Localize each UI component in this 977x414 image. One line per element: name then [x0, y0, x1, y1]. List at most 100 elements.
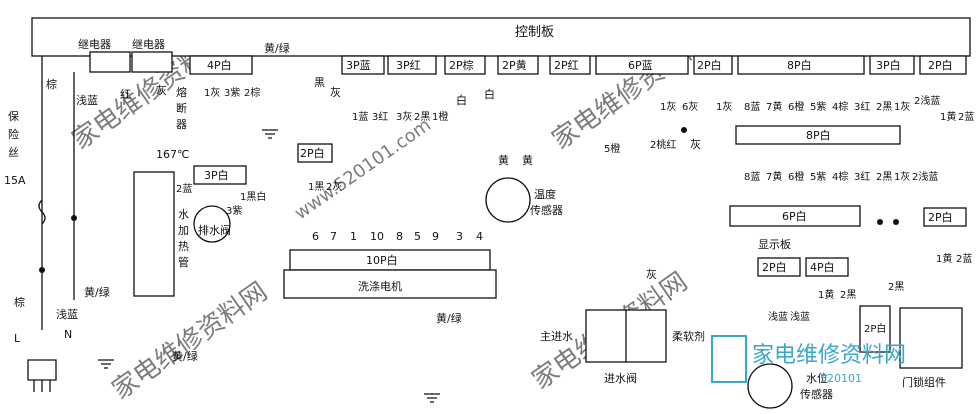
connector-label: 2P白 — [928, 58, 953, 72]
wire-label: 1黄 — [940, 110, 956, 123]
connector-label: 6P白 — [782, 209, 807, 223]
wire-label: 浅蓝 — [790, 310, 810, 323]
fuse-label: 15A — [4, 174, 26, 187]
temp-sensor-icon — [485, 177, 531, 223]
bus-wire-label: 6橙 — [788, 100, 804, 113]
thermal-fuse-label: 熔 断 器 — [176, 85, 187, 131]
bus-wire-label: 7黄 — [766, 170, 782, 183]
bus-wire-label: 8蓝 — [744, 101, 760, 113]
wire-label: 2黑 — [414, 111, 430, 123]
connector-label: 2P棕 — [449, 58, 474, 72]
wire-label: 1蓝 — [352, 111, 368, 123]
wire-label: 黄/绿 — [84, 285, 110, 299]
bus-wire-label: 3红 — [854, 170, 870, 183]
logo-number: 520101 — [820, 372, 862, 385]
wire-label: 黄/绿 — [172, 349, 198, 363]
relay-block-2 — [131, 51, 173, 73]
wire-label: 2黑 — [888, 281, 904, 293]
drain-valve-label: 排水阀 — [198, 223, 231, 237]
temp-sensor-label: 温度 — [534, 187, 556, 201]
wire-label: 灰 — [156, 83, 167, 97]
wire-label: 2浅蓝 — [912, 170, 938, 183]
wire-label: 浅蓝 — [76, 94, 98, 107]
wire-label: 1灰 — [716, 100, 732, 113]
connector-label: 4P白 — [810, 260, 835, 274]
thermal-fuse-char: 断 — [176, 101, 187, 115]
wire-label: 黄 — [522, 153, 533, 167]
junction-dot — [681, 127, 687, 133]
watermark-url: www.520101.com — [291, 114, 435, 224]
heater-wire-label: 2蓝 — [176, 183, 192, 195]
main-water-label: 主进水 — [540, 330, 573, 343]
wire-label: 2桃红 — [650, 138, 676, 151]
connector-2p-white-e — [859, 305, 891, 353]
wire-label: 黄/绿 — [436, 311, 462, 325]
wire-label: L — [14, 332, 21, 345]
connector-2p-white-motor — [297, 143, 333, 163]
connector-label: 10P白 — [366, 253, 398, 267]
site-logo: 家电维修资料网 520101 — [711, 335, 906, 385]
heater-label: 水 加 热 管 — [178, 208, 189, 269]
connector-label: 6P蓝 — [628, 59, 653, 72]
heater-char: 管 — [178, 255, 189, 269]
bus-wire-label: 3红 — [854, 100, 870, 113]
temp-rating: 167℃ — [156, 148, 189, 161]
wire-label: 灰 — [690, 137, 701, 151]
wire-label: 1黑 — [308, 181, 324, 193]
relay-block-1 — [89, 51, 131, 73]
fuse-label-group: 保 险 丝 15A — [4, 109, 26, 187]
motor-pin: 8 — [396, 230, 403, 243]
bus-wire-labels-top: 8蓝 7黄 6橙 5紫 4棕 3红 2黑 1灰 — [744, 100, 910, 113]
water-level-sensor-label: 水位 — [806, 371, 828, 385]
connector-6p-white — [729, 205, 861, 227]
bus-wire-label: 1灰 — [894, 170, 910, 183]
motor-pin: 6 — [312, 230, 319, 243]
water-level-sensor-icon — [747, 363, 793, 409]
connector-label: 8P白 — [806, 128, 831, 142]
ground-icon — [424, 393, 440, 403]
connector-6p-blue — [595, 55, 689, 75]
connector-label: 4P白 — [207, 58, 232, 72]
bus-wire-label: 6橙 — [788, 170, 804, 183]
bus-wire-label: 2黑 — [876, 171, 892, 183]
door-lock-box — [899, 307, 963, 369]
relay-label: 继电器 — [132, 38, 165, 51]
ground-icon — [98, 359, 114, 369]
connector-2p-white-d — [757, 257, 801, 277]
wire-label: 1灰 — [660, 100, 676, 113]
motor-pin: 4 — [476, 230, 483, 243]
wire-label: 6灰 — [682, 100, 698, 113]
connector-label: 3P白 — [204, 168, 229, 182]
drain-valve-icon — [193, 205, 231, 243]
bus-wire-label: 7黄 — [766, 100, 782, 113]
connector-3p-red — [387, 55, 437, 75]
watermark: 家电维修资料网 — [107, 277, 273, 406]
motor-pin: 1 — [350, 230, 357, 243]
connector-8p-white-top — [737, 55, 865, 75]
bus-wire-label: 8蓝 — [744, 171, 760, 183]
wire-label: 2蓝 — [956, 253, 972, 265]
wire-label: 棕 — [14, 295, 25, 309]
heater-char: 热 — [178, 240, 189, 253]
motor-pin: 3 — [456, 230, 463, 243]
wire-label: 1橙 — [432, 110, 448, 123]
motor-pin: 7 — [330, 230, 337, 243]
wire-label: 3灰 — [396, 110, 412, 123]
connector-2p-brown — [444, 55, 486, 75]
connector-4p-white — [189, 55, 253, 75]
connector-2p-white — [693, 55, 733, 75]
connector-label: 3P蓝 — [346, 59, 371, 72]
wire-label: 1黑白 — [240, 190, 266, 203]
connector-label: 2P红 — [554, 59, 579, 72]
wire-label: 2棕 — [244, 86, 260, 99]
bus-wire-label: 5紫 — [810, 101, 826, 113]
heater-box — [133, 171, 175, 297]
wire-label: 白 — [484, 87, 495, 101]
connector-label: 2P白 — [762, 260, 787, 274]
water-level-sensor-label: 传感器 — [800, 388, 833, 401]
wire-label: 灰 — [330, 85, 341, 99]
heater-char: 加 — [178, 224, 189, 237]
washing-motor-box — [283, 269, 497, 299]
inlet-valve-label: 进水阀 — [604, 371, 637, 385]
connector-3p-blue — [341, 55, 385, 75]
